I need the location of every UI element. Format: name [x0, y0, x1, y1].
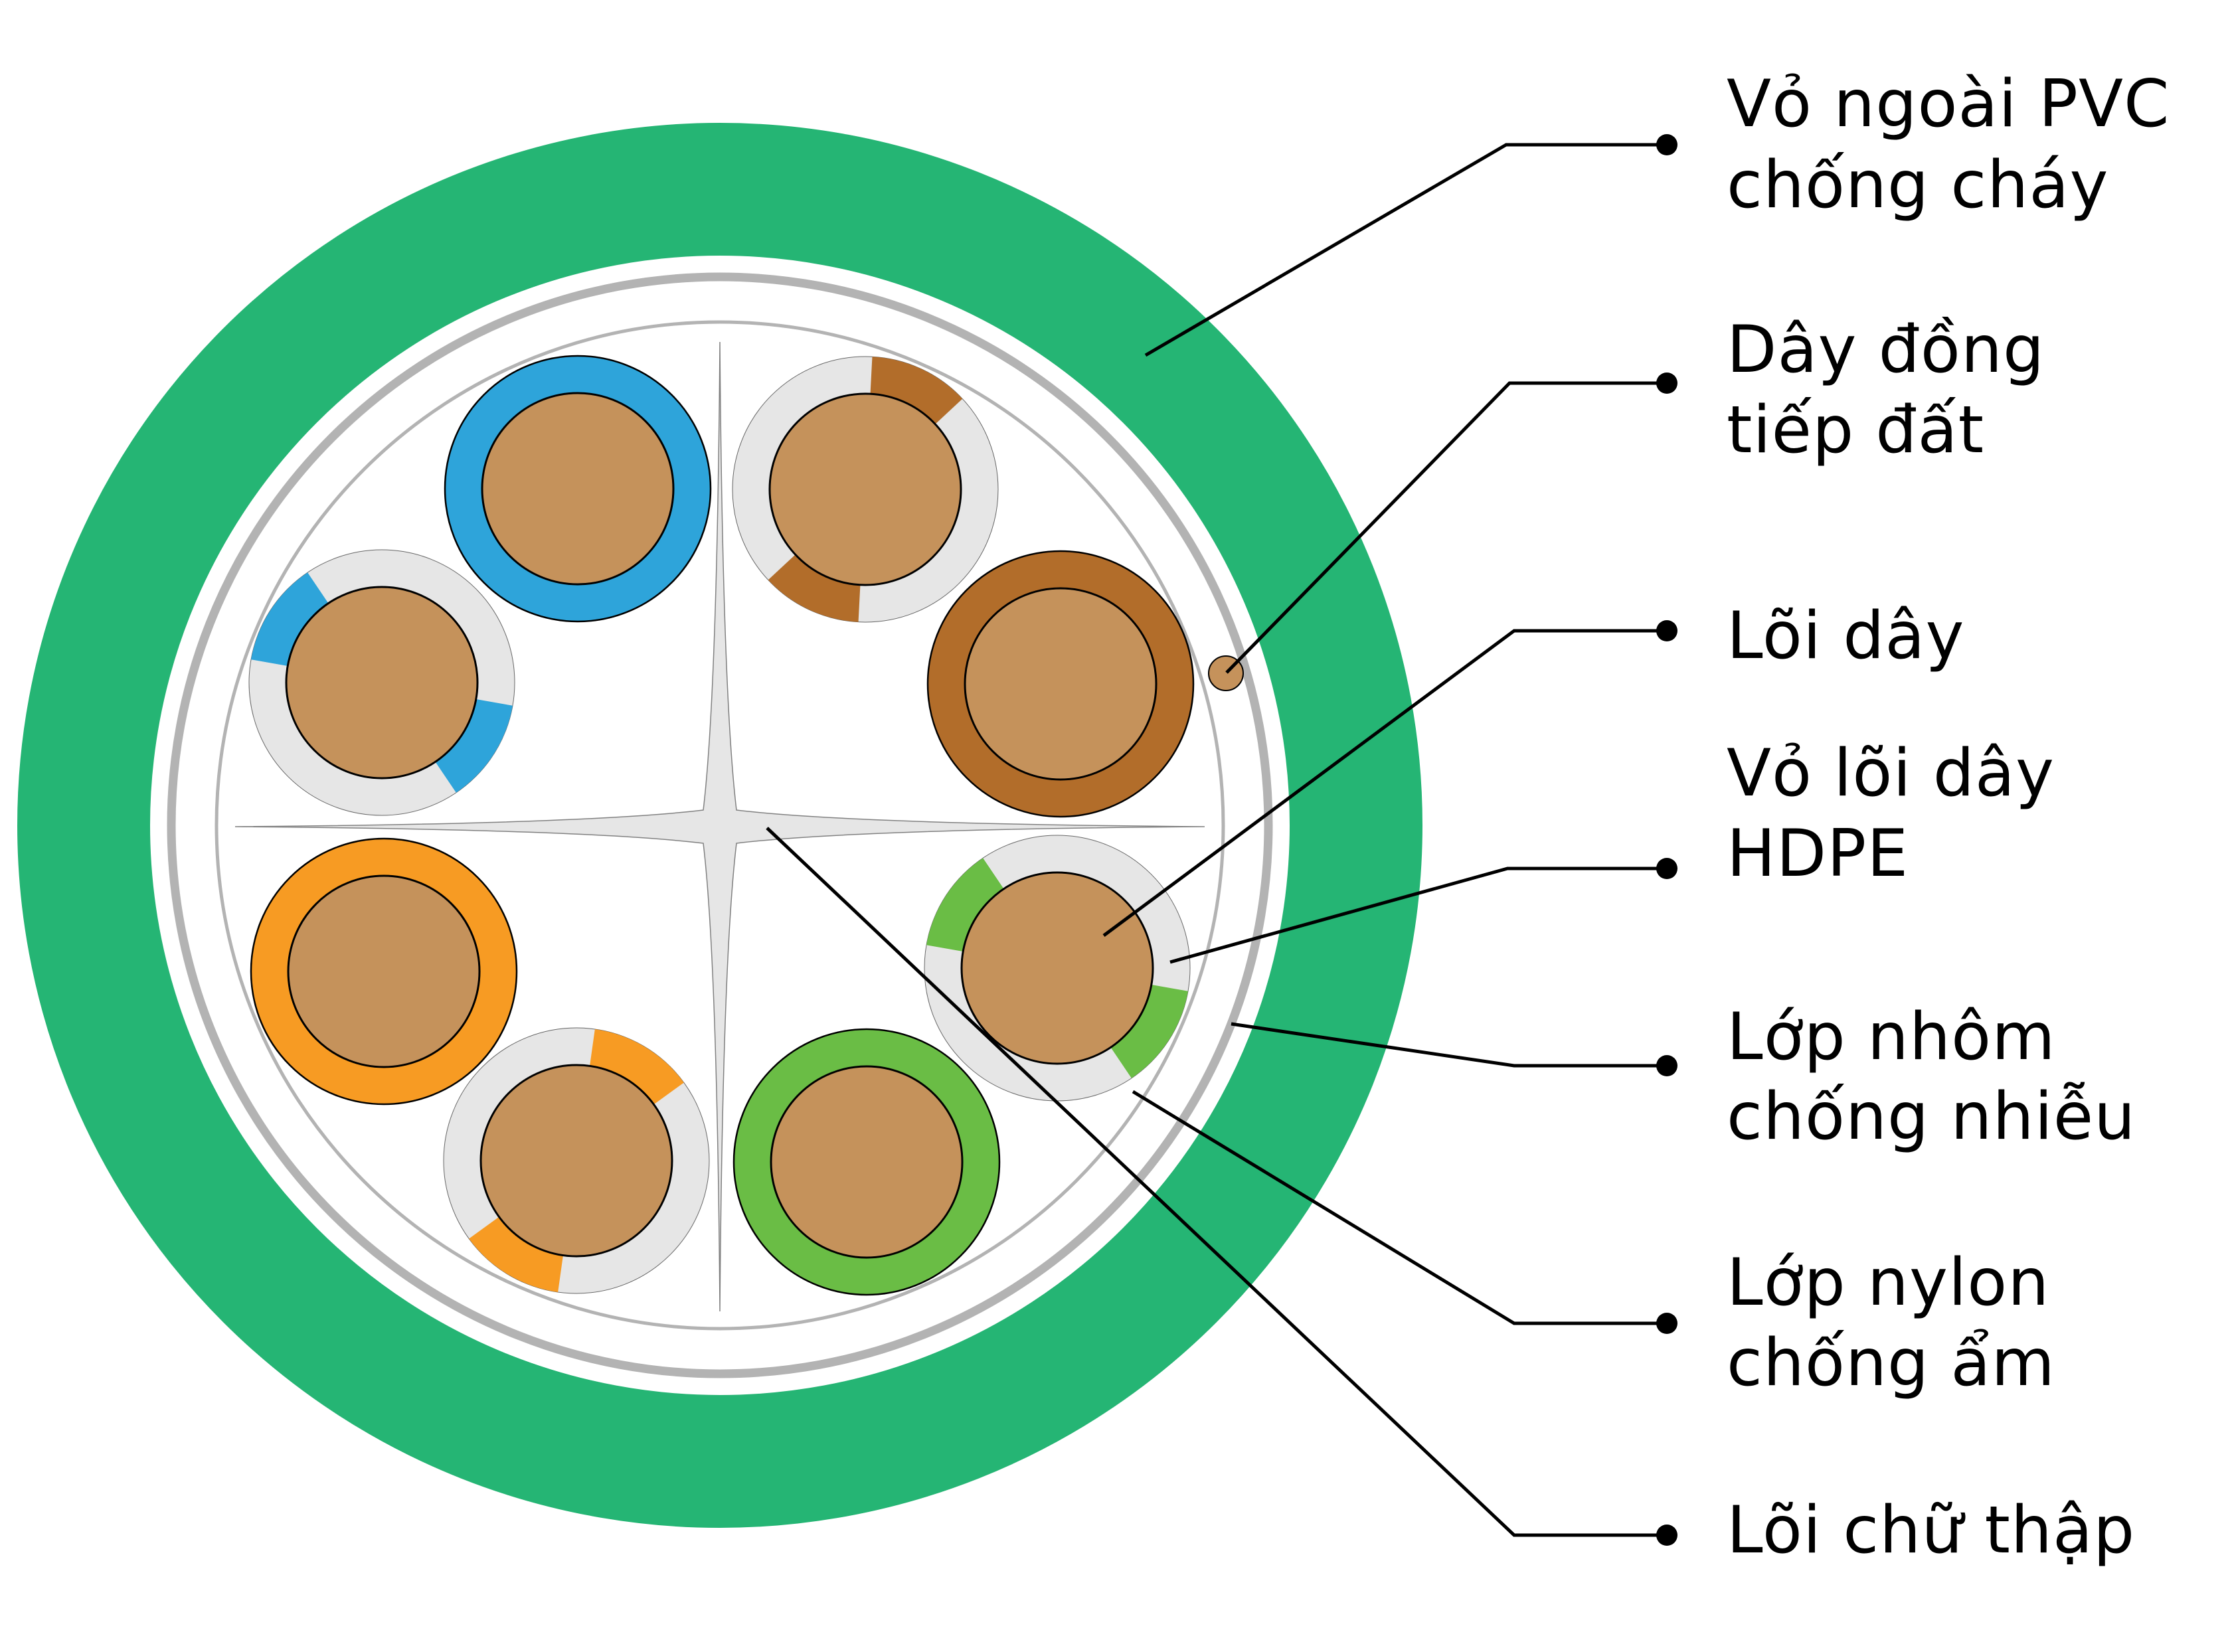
cable	[17, 123, 1422, 1528]
wire-orange-white	[443, 1027, 710, 1294]
leader-dot-conductor	[1656, 620, 1677, 641]
label-jacket: chống cháy	[1727, 147, 2108, 223]
cross-filler	[234, 341, 1205, 1312]
wire-green	[732, 1028, 1001, 1296]
stripe-orange-white	[590, 1029, 684, 1105]
leader-line-conductor	[1102, 629, 1667, 938]
leader-lines	[766, 134, 1677, 1546]
stripe-green-white	[1110, 985, 1188, 1078]
stripe-green-white	[926, 858, 1004, 951]
aluminum-shield	[167, 272, 1273, 1378]
label-shield: Lớp nhôm	[1727, 999, 2056, 1075]
wire-brown	[926, 550, 1195, 818]
wire-brown-white	[732, 356, 999, 623]
label-nylon: Lớp nylon	[1727, 1245, 2049, 1321]
label-drain-wire: Dây đồng	[1727, 312, 2045, 388]
stripe-orange-white	[469, 1216, 563, 1293]
label-shield: chống nhiễu	[1727, 1079, 2136, 1155]
copper-conductor	[481, 392, 675, 586]
leader-line-nylon	[1132, 1090, 1667, 1325]
copper-conductor	[479, 1064, 673, 1258]
leader-line-insulation	[1169, 867, 1667, 964]
label-cross-filler: Lõi chữ thập	[1727, 1493, 2135, 1568]
leader-dot-shield	[1656, 1055, 1677, 1076]
stripe-brown-white	[870, 357, 963, 424]
wire-blue-white	[248, 549, 515, 816]
leader-dot-cross-filler	[1656, 1525, 1677, 1546]
wire-green-white	[924, 835, 1191, 1102]
label-insulation: HDPE	[1727, 816, 1909, 892]
stripe-brown-white	[768, 554, 861, 622]
label-drain-wire: tiếp đất	[1727, 392, 1984, 468]
leader-dot-jacket	[1656, 134, 1677, 155]
label-conductor: Lõi dây	[1727, 598, 1964, 674]
stripe-blue-white	[435, 699, 513, 793]
leader-line-shield	[1231, 1022, 1667, 1068]
wire-blue	[444, 355, 712, 623]
stripe-blue-white	[251, 572, 329, 666]
label-insulation: Vỏ lõi dây	[1727, 736, 2055, 811]
leader-line-cross-filler	[766, 827, 1667, 1537]
leader-dot-drain-wire	[1656, 372, 1677, 394]
leader-line-drain-wire	[1225, 381, 1667, 674]
copper-conductor	[964, 587, 1158, 781]
copper-conductor	[770, 1065, 964, 1259]
nylon-wrap	[215, 320, 1225, 1331]
copper-conductor	[287, 874, 481, 1068]
copper-conductor	[285, 586, 479, 780]
copper-conductor	[768, 392, 962, 586]
pvc-jacket	[17, 123, 1422, 1528]
label-jacket: Vỏ ngoài PVC	[1727, 66, 2170, 142]
leader-line-jacket	[1144, 143, 1667, 357]
leader-dot-nylon	[1656, 1313, 1677, 1334]
leader-dot-insulation	[1656, 858, 1677, 879]
label-nylon: chống ẩm	[1727, 1325, 2055, 1401]
wire-pairs	[248, 355, 1195, 1296]
wire-orange	[250, 837, 518, 1106]
copper-conductor	[960, 871, 1154, 1065]
